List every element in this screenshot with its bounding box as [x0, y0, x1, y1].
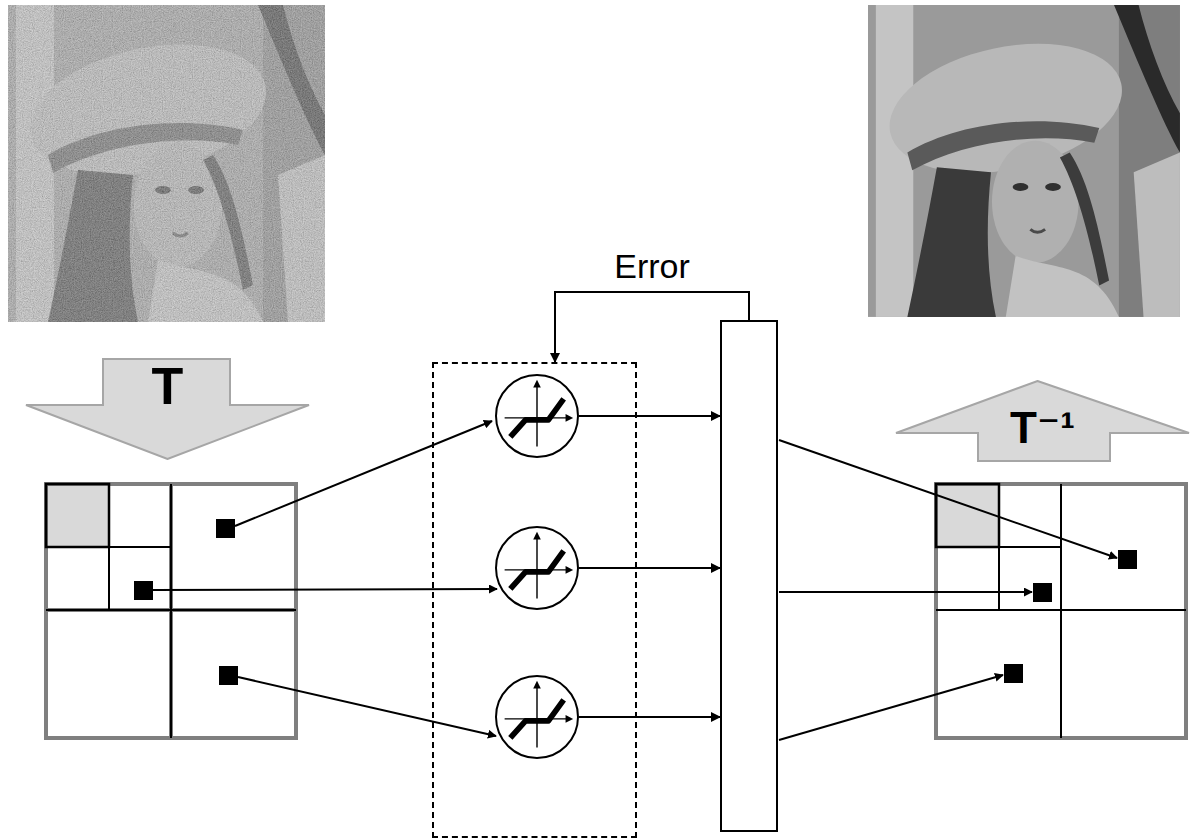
edge-label: Error [611, 247, 693, 286]
inverse-transform-arrow: T⁻¹ [895, 380, 1190, 462]
transform-arrow: T [25, 358, 310, 460]
threshold-function-symbol [497, 528, 577, 608]
wavelet-grid [46, 484, 296, 738]
threshold-unit [495, 526, 579, 610]
connector [579, 716, 720, 718]
transform-label: T⁻¹ [1010, 406, 1075, 450]
wavelet-grid [936, 484, 1186, 738]
coefficient-arrows [153, 421, 1117, 740]
connector [579, 567, 720, 569]
error-block [720, 320, 778, 832]
threshold-group [432, 362, 637, 838]
threshold-function-symbol [497, 376, 577, 456]
transform-label: T [152, 360, 184, 412]
denoised-image [868, 5, 1180, 317]
threshold-unit [495, 374, 579, 458]
threshold-function-symbol [497, 677, 577, 757]
connector [579, 415, 720, 417]
threshold-unit [495, 675, 579, 759]
noisy-image [8, 5, 325, 322]
